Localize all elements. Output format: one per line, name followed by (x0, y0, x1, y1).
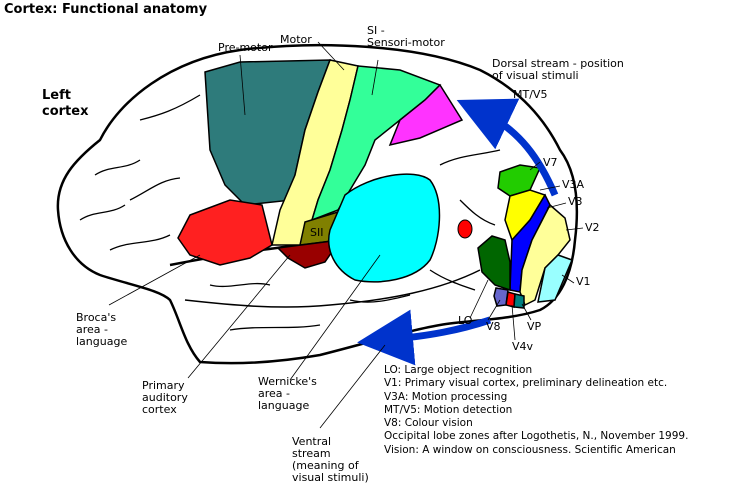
note-v1: V1: Primary visual cortex, preliminary d… (384, 377, 668, 390)
v2-region (519, 203, 571, 307)
note-mtv5: MT/V5: Motion detection (384, 403, 513, 416)
label-mtv5: MT/V5 (513, 88, 547, 101)
note-citation: Vision: A window on consciousness. Scien… (384, 443, 676, 456)
note-v3a: V3A: Motion processing (384, 390, 508, 403)
note-v8: V8: Colour vision (384, 417, 473, 430)
label-auditory: Primary auditory cortex (142, 379, 188, 416)
broca-region (177, 199, 273, 266)
note-lo: LO: Large object recognition (384, 364, 533, 376)
notes-block: LO: Large object recognition V1: Primary… (384, 364, 688, 457)
leader-lines (108, 41, 584, 429)
label-premotor: Pre-motor (218, 41, 273, 54)
lo-region (477, 235, 511, 292)
wernicke-region (328, 173, 441, 283)
label-vp: VP (527, 320, 542, 333)
v1-region (537, 254, 574, 303)
note-source: Occipital lobe zones after Logothetis, N… (384, 430, 689, 443)
label-dorsal-stream: Dorsal stream - position of visual stimu… (492, 57, 624, 82)
label-si: SI - Sensori-motor (367, 24, 445, 49)
diagram-title: Cortex: Functional anatomy (4, 2, 208, 17)
label-wernicke: Wernicke's area - language (258, 375, 317, 412)
label-lo: LO (458, 314, 473, 327)
label-v3: V3 (568, 195, 583, 208)
temporal-contour (184, 269, 481, 308)
red-spot (457, 219, 473, 239)
label-ventral-stream: Ventral stream (meaning of visual stimul… (292, 435, 369, 484)
label-v4v: V4v (512, 340, 534, 353)
label-v7: V7 (543, 156, 558, 169)
label-v1: V1 (576, 275, 591, 288)
label-v2: V2 (585, 221, 600, 234)
sulci (79, 94, 501, 331)
side-label: Left cortex (42, 88, 88, 120)
label-motor: Motor (280, 33, 312, 46)
label-sii: SII (310, 226, 323, 239)
ventral-stream-arrow (357, 309, 492, 366)
side-label-line2: cortex (42, 104, 89, 119)
dorsal-stream-arrow (456, 98, 559, 197)
vp-region (513, 293, 525, 309)
label-v8: V8 (486, 320, 501, 333)
side-label-line1: Left (42, 88, 71, 103)
label-v3a: V3A (562, 178, 585, 191)
v8-region (493, 287, 509, 307)
label-broca: Broca's area - language (76, 311, 128, 348)
